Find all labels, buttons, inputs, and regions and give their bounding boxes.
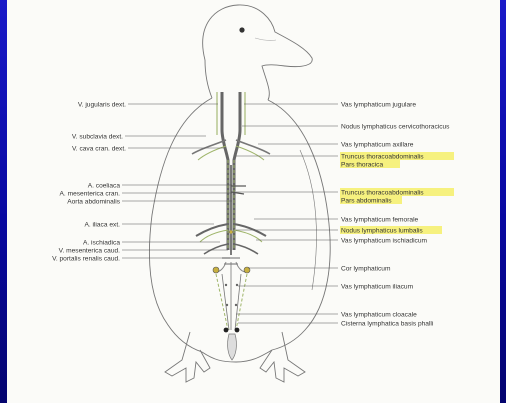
left-leader-lines	[122, 104, 232, 258]
label-a-ischiadica: A. ischiadica	[83, 240, 120, 247]
label-cor-lymphaticum: Cor lymphaticum	[341, 266, 391, 273]
label-nodus-lymphaticus-cervicothoracicus: Nodus lymphaticus cervicothoracicus	[341, 124, 450, 131]
label-v-cava-cran-dext: V. cava cran. dext.	[72, 146, 126, 153]
label-vas-lymphaticum-iliacum: Vas lymphaticum iliacum	[341, 284, 414, 291]
label-a-iliaca-ext: A. iliaca ext.	[84, 222, 120, 229]
right-labels: Vas lymphaticum jugulare Nodus lymphatic…	[341, 102, 450, 328]
left-labels: V. jugularis dext. V. subclavia dext. V.…	[52, 102, 126, 263]
label-pars-thoracica: Pars thoracica	[341, 162, 383, 169]
label-vas-lymphaticum-femorale: Vas lymphaticum femorale	[341, 217, 419, 224]
label-v-jugularis-dext: V. jugularis dext.	[78, 102, 126, 109]
label-pars-abdominalis: Pars abdominalis	[341, 198, 392, 205]
label-truncus-thoracoabdominalis-1: Truncus thoracoabdominalis	[341, 154, 424, 161]
label-vas-lymphaticum-ischiadicum: Vas lymphaticum ischiadicum	[341, 238, 427, 245]
label-v-subclavia-dext: V. subclavia dext.	[72, 134, 123, 141]
label-vas-lymphaticum-jugulare: Vas lymphaticum jugulare	[341, 102, 416, 109]
vessel-network	[192, 92, 270, 360]
label-vas-lymphaticum-cloacale: Vas lymphaticum cloacale	[341, 312, 417, 319]
label-truncus-thoracoabdominalis-2: Truncus thoracoabdominalis	[341, 190, 424, 197]
label-nodus-lymphaticus-lumbalis: Nodus lymphaticus lumbalis	[341, 228, 423, 235]
label-cisterna-lymphatica-basis-phalli: Cisterna lymphatica basis phalli	[341, 321, 434, 328]
eye-icon	[239, 27, 244, 32]
label-v-portalis-renalis-caud: V. portalis renalis caud.	[52, 256, 120, 263]
label-vas-lymphaticum-axillare: Vas lymphaticum axillare	[341, 142, 414, 149]
label-v-mesenterica-caud: V. mesenterica caud.	[59, 248, 121, 255]
label-a-coeliaca: A. coeliaca	[88, 183, 121, 190]
right-leader-lines	[236, 104, 338, 323]
label-a-mesenterica-cran: A. mesenterica cran.	[60, 191, 121, 198]
label-aorta-abdominalis: Aorta abdominalis	[67, 199, 120, 206]
